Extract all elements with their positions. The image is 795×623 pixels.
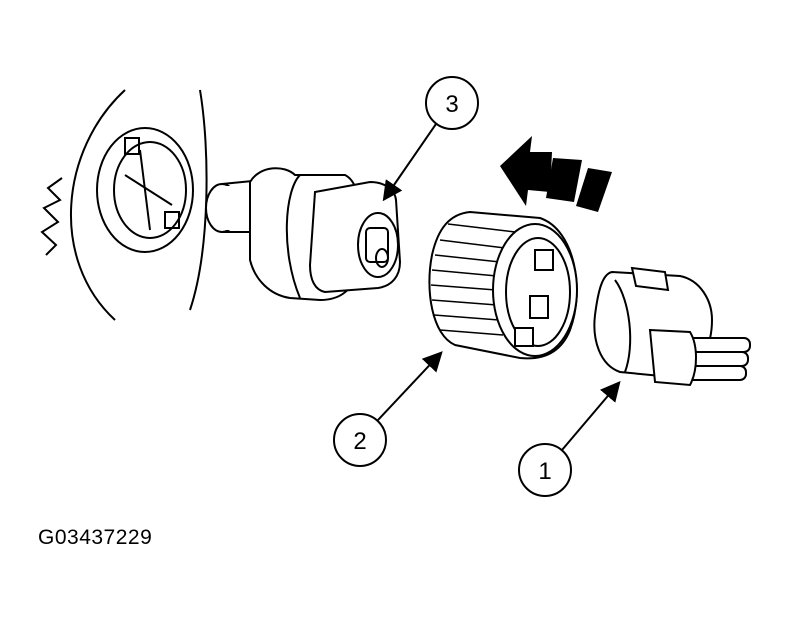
callout-1: 1 — [518, 380, 621, 497]
figure-id: G03437229 — [38, 526, 153, 549]
callout-3: 3 — [382, 76, 479, 202]
callout-1-label: 1 — [538, 458, 551, 485]
callout-3-label: 3 — [445, 91, 458, 118]
direction-arrow-left — [500, 136, 612, 212]
electrical-connector — [593, 266, 751, 387]
headlamp-housing — [40, 89, 208, 321]
callout-2: 2 — [333, 351, 443, 467]
bulb-socket — [205, 167, 402, 302]
retaining-ring — [428, 210, 578, 360]
callout-2-label: 2 — [353, 428, 366, 455]
